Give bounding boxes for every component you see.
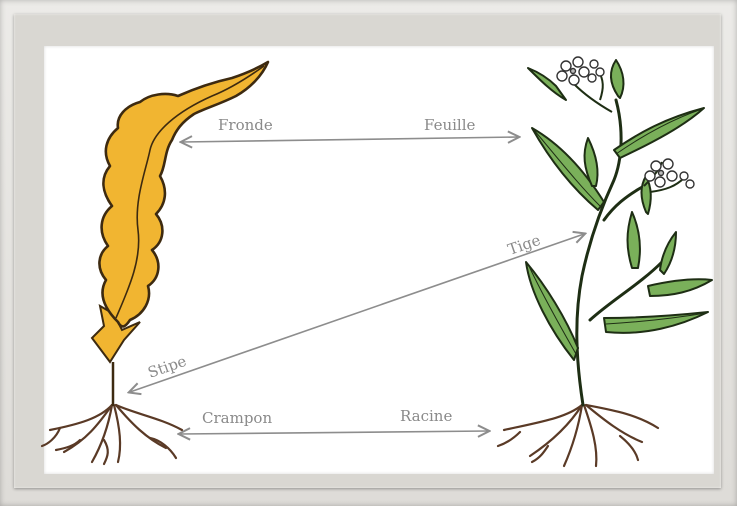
arrow-crampon-racine [180, 431, 488, 434]
holdfast-roots [42, 405, 182, 464]
frond-blade [99, 62, 268, 326]
flower-top [557, 57, 604, 85]
plant-roots [498, 405, 658, 466]
flower-side [645, 159, 694, 188]
comparison-arrows [130, 137, 584, 434]
flowering-plant-illustration [498, 57, 712, 466]
arrow-fronde-feuille [182, 137, 518, 142]
label-feuille: Feuille [424, 116, 476, 134]
label-racine: Racine [400, 407, 452, 425]
label-stipe: Stipe [145, 352, 188, 382]
label-crampon: Crampon [202, 409, 272, 427]
arrow-stipe-tige [130, 234, 584, 392]
label-fronde: Fronde [218, 116, 273, 134]
